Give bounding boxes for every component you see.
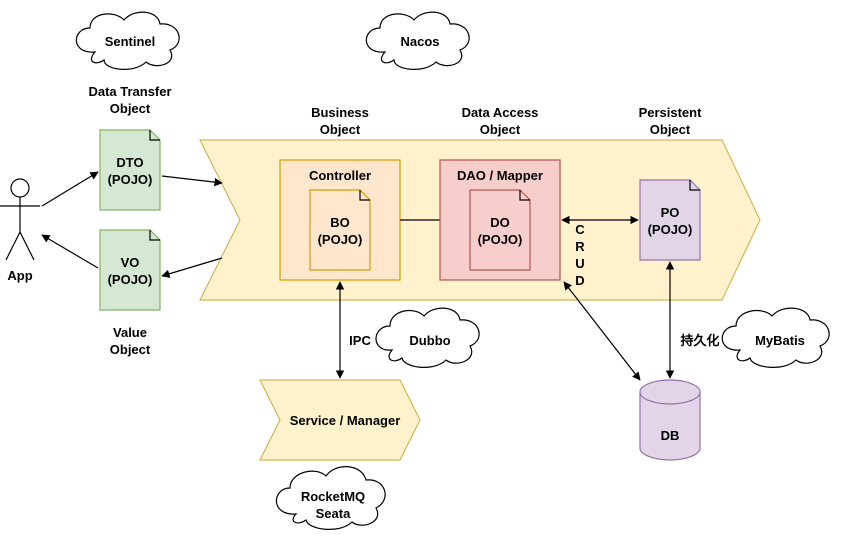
bo-label: BO <box>330 215 350 230</box>
vo-to-app-arrow <box>41 234 99 269</box>
po-caption-line2: Object <box>650 122 691 137</box>
controller-to-vo-arrow <box>161 257 223 278</box>
controller-box: Controller BO (POJO) <box>279 159 401 281</box>
dao-caption-line1: Data Access <box>462 105 539 120</box>
sentinel-label: Sentinel <box>105 34 156 49</box>
mybatis-label: MyBatis <box>755 333 805 348</box>
crud-letter-c: C <box>575 222 585 237</box>
rocketmq-label: RocketMQ <box>301 489 365 504</box>
dubbo-label: Dubbo <box>409 333 450 348</box>
actor-head <box>10 178 30 198</box>
dto-document: DTO (POJO) <box>99 129 161 211</box>
vo-document: VO (POJO) <box>99 229 161 311</box>
bo-document <box>309 189 371 271</box>
do-label: DO <box>490 215 510 230</box>
po-document: PO (POJO) <box>639 179 701 261</box>
vo-caption-line2: Object <box>110 342 151 357</box>
persist-label: 持久化 <box>680 333 719 348</box>
app-to-dto-arrow <box>41 171 99 207</box>
po-label: PO <box>661 205 680 220</box>
dto-to-controller-arrow <box>161 175 223 187</box>
dto-label: DTO <box>116 155 143 170</box>
app-actor: App <box>0 178 40 283</box>
service-manager-shape: Service / Manager <box>259 379 421 461</box>
rocketmq-cloud: RocketMQ Seata <box>275 466 386 530</box>
nacos-cloud: Nacos <box>365 11 470 70</box>
vo-caption-line1: Value <box>113 325 147 340</box>
crud-label: C R U D <box>575 222 585 288</box>
dao-db-arrow <box>563 281 641 381</box>
vo-pojo-label: (POJO) <box>108 272 153 287</box>
service-manager-label: Service / Manager <box>290 413 401 428</box>
bo-caption-line2: Object <box>320 122 361 137</box>
dubbo-cloud: Dubbo <box>375 307 480 368</box>
dao-mapper-box: DAO / Mapper DO (POJO) <box>439 159 561 281</box>
bo-pojo-label: (POJO) <box>318 232 363 247</box>
dao-label: DAO / Mapper <box>457 168 543 183</box>
bo-caption-line1: Business <box>311 105 369 120</box>
crud-letter-r: R <box>575 239 585 254</box>
mybatis-cloud: MyBatis <box>721 307 830 368</box>
dto-pojo-label: (POJO) <box>108 172 153 187</box>
po-pojo-label: (POJO) <box>648 222 693 237</box>
vo-label: VO <box>121 255 140 270</box>
app-label: App <box>7 268 32 283</box>
dto-caption-line1: Data Transfer <box>88 84 171 99</box>
do-document <box>469 189 531 271</box>
db-label: DB <box>661 428 680 443</box>
db-cylinder: DB <box>639 379 701 461</box>
controller-label: Controller <box>309 168 371 183</box>
sentinel-cloud: Sentinel <box>75 11 180 70</box>
crud-letter-d: D <box>575 273 584 288</box>
dto-caption-line2: Object <box>110 101 151 116</box>
crud-letter-u: U <box>575 256 584 271</box>
ipc-label: IPC <box>349 333 371 348</box>
nacos-label: Nacos <box>400 34 439 49</box>
seata-label: Seata <box>316 506 351 521</box>
po-caption-line1: Persistent <box>639 105 703 120</box>
do-pojo-label: (POJO) <box>478 232 523 247</box>
dao-caption-line2: Object <box>480 122 521 137</box>
